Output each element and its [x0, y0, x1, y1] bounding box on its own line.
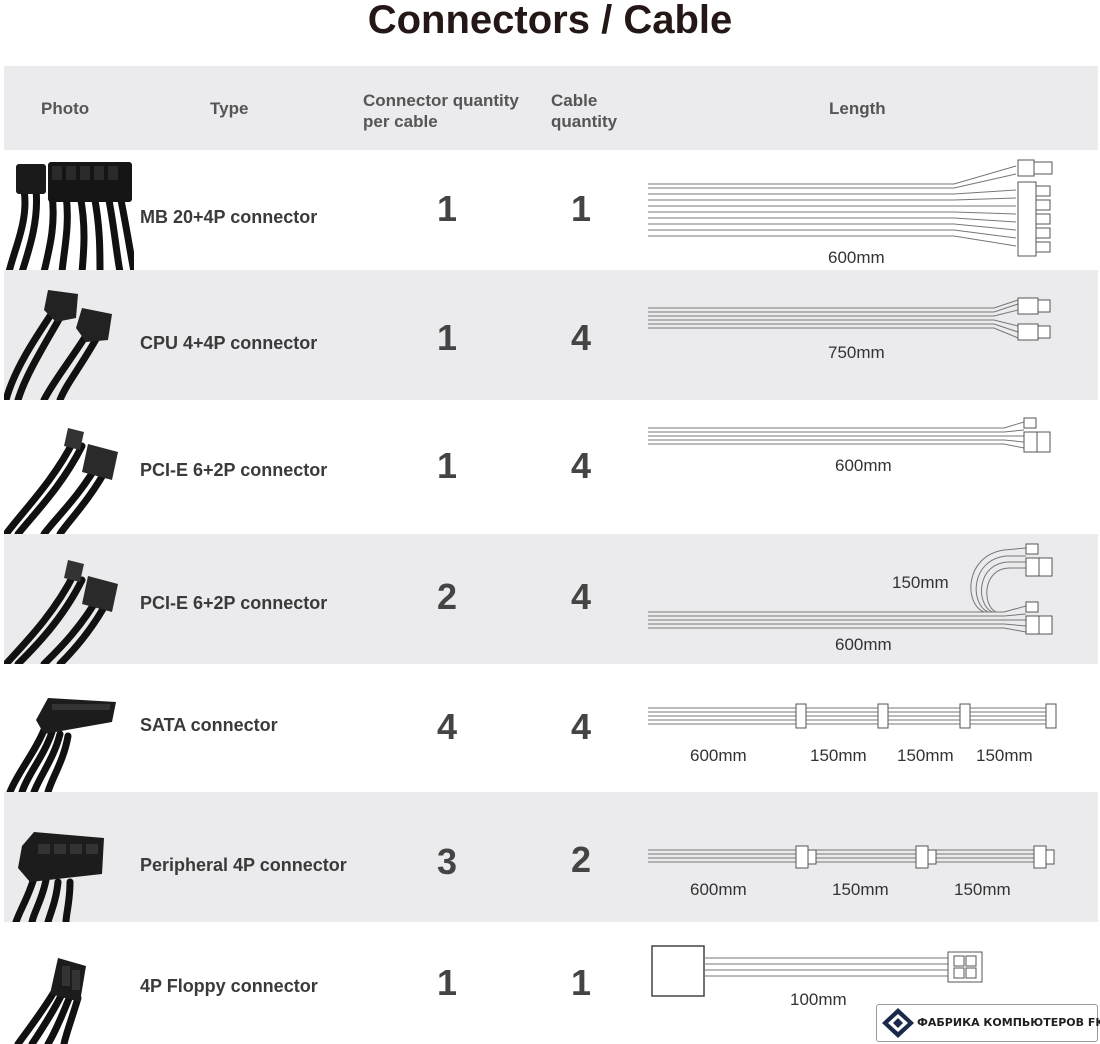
- header-connector-quantity: Connector quantity per cable: [363, 90, 519, 132]
- length-label: 600mm: [690, 746, 747, 765]
- connector-quantity: 1: [436, 317, 458, 358]
- pcie-dual-cable-drawing: [648, 543, 1053, 635]
- cpu-cable-drawing: [648, 297, 1051, 341]
- cable-quantity: 4: [570, 706, 592, 747]
- peripheral-cable-drawing: [648, 845, 1055, 869]
- table-header: Photo Type Connector quantity per cable …: [4, 66, 1098, 150]
- length-label: 750mm: [828, 343, 885, 362]
- header-cable-quantity-line1: Cable: [551, 91, 598, 110]
- length-label: 150mm: [976, 746, 1033, 765]
- connector-type: MB 20+4P connector: [140, 207, 318, 227]
- connector-type: PCI-E 6+2P connector: [140, 593, 328, 613]
- length-label: 600mm: [835, 635, 892, 654]
- peripheral-connector-photo: [4, 792, 134, 922]
- length-label: 600mm: [828, 248, 885, 267]
- cable-length-diagram: 600mm 150mm 150mm: [644, 792, 1064, 922]
- cable-length-diagram: 100mm: [644, 922, 1064, 1044]
- connector-quantity: 1: [436, 188, 458, 229]
- connector-type: CPU 4+4P connector: [140, 333, 318, 353]
- table-row: PCI-E 6+2P connector 1 4 600mm: [4, 400, 1098, 534]
- cable-length-diagram: 600mm: [644, 150, 1064, 270]
- length-label: 150mm: [897, 746, 954, 765]
- table-row: 4P Floppy connector 1 1 100mm: [4, 922, 1098, 1044]
- length-label: 100mm: [790, 990, 847, 1009]
- floppy-connector-photo: [4, 922, 134, 1044]
- sata-connector-photo: [4, 664, 134, 792]
- connector-quantity: 1: [436, 962, 458, 1003]
- pcie-connector-photo: [4, 534, 134, 664]
- cable-quantity: 1: [570, 962, 592, 1003]
- length-label: 150mm: [892, 573, 949, 592]
- header-cable-quantity: Cable quantity: [551, 90, 617, 132]
- diamond-logo-icon: [882, 1008, 914, 1038]
- table-row: Peripheral 4P connector 3 2 600mm 150mm …: [4, 792, 1098, 922]
- cable-length-diagram: 600mm: [644, 400, 1064, 534]
- cable-quantity: 4: [570, 576, 592, 617]
- connector-quantity: 2: [436, 576, 458, 617]
- table-row: MB 20+4P connector 1 1 600mm: [4, 150, 1098, 270]
- connector-quantity: 1: [436, 445, 458, 486]
- table-row: SATA connector 4 4 600mm 150mm 150mm 150…: [4, 664, 1098, 792]
- sata-cable-drawing: [648, 703, 1057, 729]
- cable-quantity: 1: [570, 188, 592, 229]
- connector-type: SATA connector: [140, 715, 278, 735]
- pcie-connector-photo: [4, 400, 134, 534]
- watermark-text: ФАБРИКА КОМПЬЮТЕРОВ FK.BY: [917, 1016, 1100, 1029]
- table-row: PCI-E 6+2P connector 2 4 150mm 600mm: [4, 534, 1098, 664]
- cable-length-diagram: 750mm: [644, 270, 1064, 400]
- header-photo: Photo: [41, 99, 90, 118]
- connector-quantity: 4: [436, 706, 458, 747]
- length-label: 150mm: [954, 880, 1011, 899]
- length-label: 600mm: [835, 456, 892, 475]
- length-label: 150mm: [810, 746, 867, 765]
- pcie-cable-drawing: [648, 417, 1051, 453]
- header-connector-quantity-line2: per cable: [363, 112, 438, 131]
- cable-quantity: 4: [570, 317, 592, 358]
- length-label: 150mm: [832, 880, 889, 899]
- header-length: Length: [829, 99, 886, 118]
- length-label: 600mm: [690, 880, 747, 899]
- mb-connector-photo: [4, 150, 134, 270]
- cable-length-diagram: 150mm 600mm: [644, 534, 1064, 664]
- watermark: ФАБРИКА КОМПЬЮТЕРОВ FK.BY: [876, 1004, 1100, 1042]
- header-cable-quantity-line2: quantity: [551, 112, 618, 131]
- connector-type: PCI-E 6+2P connector: [140, 460, 328, 480]
- mb-cable-drawing: [648, 159, 1053, 257]
- page-title: Connectors / Cable: [367, 0, 733, 42]
- connector-type: Peripheral 4P connector: [140, 855, 347, 875]
- header-type: Type: [210, 99, 249, 118]
- table-row: CPU 4+4P connector 1 4 750mm: [4, 270, 1098, 400]
- cable-quantity: 2: [570, 839, 592, 880]
- floppy-cable-drawing: [651, 945, 983, 997]
- cable-length-diagram: 600mm 150mm 150mm 150mm: [644, 664, 1064, 792]
- cable-quantity: 4: [570, 445, 592, 486]
- connector-quantity: 3: [436, 841, 458, 882]
- connector-type: 4P Floppy connector: [140, 976, 318, 996]
- header-connector-quantity-line1: Connector quantity: [363, 91, 519, 110]
- cpu-connector-photo: [4, 270, 134, 400]
